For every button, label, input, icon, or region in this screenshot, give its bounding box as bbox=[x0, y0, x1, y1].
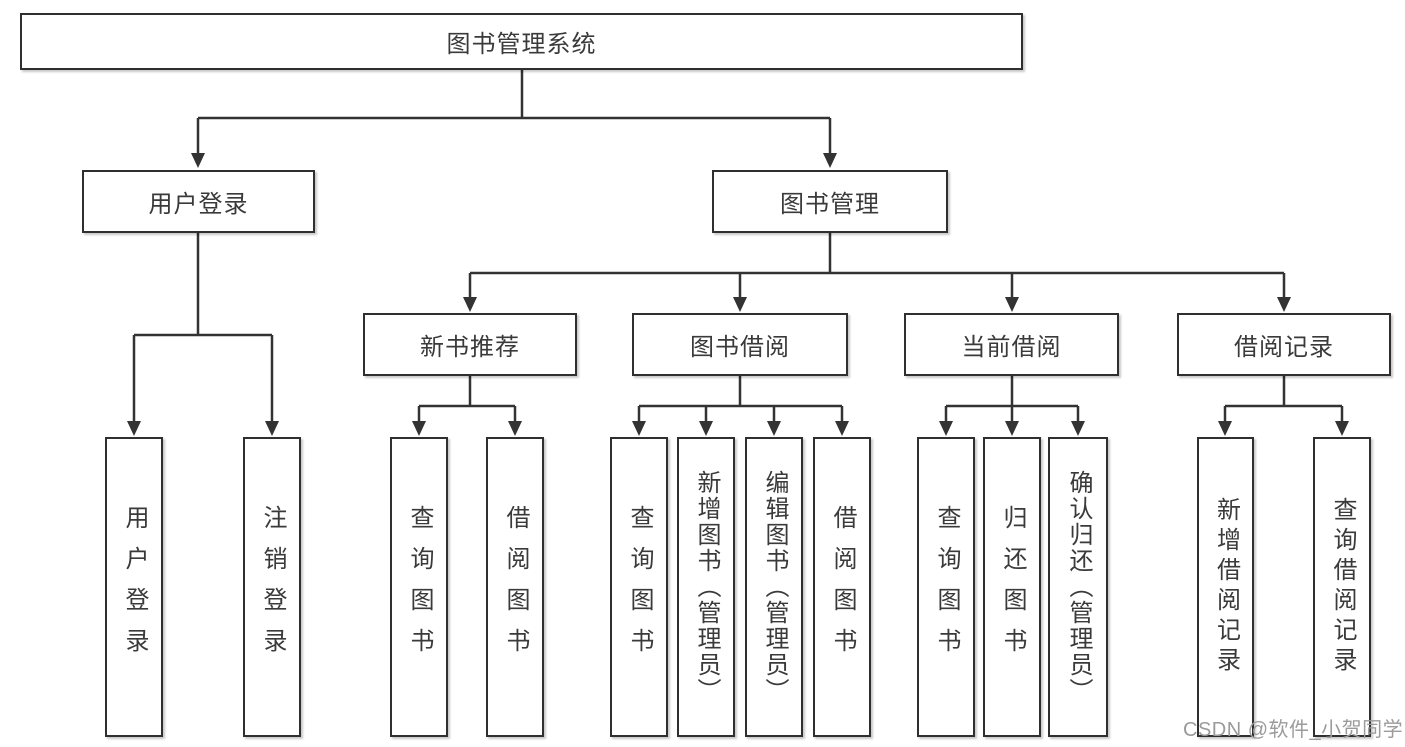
leaf-edit-book-admin: 编辑图书（管理员） bbox=[745, 437, 803, 737]
leaf-borrow-books-recommend: 借阅图书 bbox=[486, 437, 544, 737]
arrowheads bbox=[127, 153, 1349, 436]
csdn-watermark: CSDN @软件_小贺同学 bbox=[1183, 719, 1404, 741]
leaf-add-borrow-record: 新增借阅记录 bbox=[1197, 437, 1254, 737]
leaf-query-books-borrow: 查询图书 bbox=[610, 437, 668, 737]
leaf-borrow-books: 借阅图书 bbox=[813, 437, 871, 737]
node-current-borrow-label: 当前借阅 bbox=[961, 334, 1062, 361]
leaf-borrow-books-recommend-label: 借阅图书 bbox=[502, 505, 529, 669]
leaf-confirm-return-admin-label: 确认归还（管理员） bbox=[1065, 470, 1092, 704]
node-book-borrow: 图书借阅 bbox=[632, 313, 848, 376]
node-library-system: 图书管理系统 bbox=[20, 13, 1023, 70]
node-book-management: 图书管理 bbox=[712, 170, 948, 233]
leaf-confirm-return-admin: 确认归还（管理员） bbox=[1048, 437, 1108, 737]
leaf-add-borrow-record-label: 新增借阅记录 bbox=[1212, 497, 1240, 677]
leaf-query-books-current: 查询图书 bbox=[917, 437, 975, 737]
leaf-logout: 注销登录 bbox=[243, 437, 301, 737]
node-book-management-label: 图书管理 bbox=[780, 191, 880, 218]
leaf-borrow-books-label: 借阅图书 bbox=[829, 505, 856, 669]
leaf-return-books: 归还图书 bbox=[983, 437, 1041, 737]
connector-strokes bbox=[132, 70, 1344, 422]
leaf-query-books-current-label: 查询图书 bbox=[933, 505, 960, 669]
leaf-query-borrow-record: 查询借阅记录 bbox=[1313, 437, 1371, 737]
node-user-login: 用户登录 bbox=[82, 170, 315, 233]
leaf-query-borrow-record-label: 查询借阅记录 bbox=[1329, 497, 1356, 677]
node-borrow-records-label: 借阅记录 bbox=[1234, 334, 1334, 361]
leaf-add-book-admin-label: 新增图书（管理员） bbox=[693, 470, 720, 704]
leaf-logout-label: 注销登录 bbox=[259, 505, 286, 669]
node-new-book-recommend-label: 新书推荐 bbox=[420, 334, 520, 361]
node-borrow-records: 借阅记录 bbox=[1177, 313, 1391, 376]
node-current-borrow: 当前借阅 bbox=[904, 313, 1119, 376]
node-library-system-label: 图书管理系统 bbox=[446, 31, 597, 58]
leaf-return-books-label: 归还图书 bbox=[999, 505, 1026, 669]
leaf-query-books-recommend-label: 查询图书 bbox=[406, 505, 433, 669]
node-user-login-label: 用户登录 bbox=[148, 191, 249, 218]
leaf-add-book-admin: 新增图书（管理员） bbox=[677, 437, 735, 737]
leaf-query-books-recommend: 查询图书 bbox=[390, 437, 448, 737]
leaf-edit-book-admin-label: 编辑图书（管理员） bbox=[761, 470, 788, 704]
node-new-book-recommend: 新书推荐 bbox=[363, 313, 577, 376]
node-book-borrow-label: 图书借阅 bbox=[690, 334, 790, 361]
leaf-query-books-borrow-label: 查询图书 bbox=[626, 505, 653, 669]
leaf-user-login-label: 用户登录 bbox=[121, 505, 148, 669]
leaf-user-login: 用户登录 bbox=[105, 437, 163, 737]
